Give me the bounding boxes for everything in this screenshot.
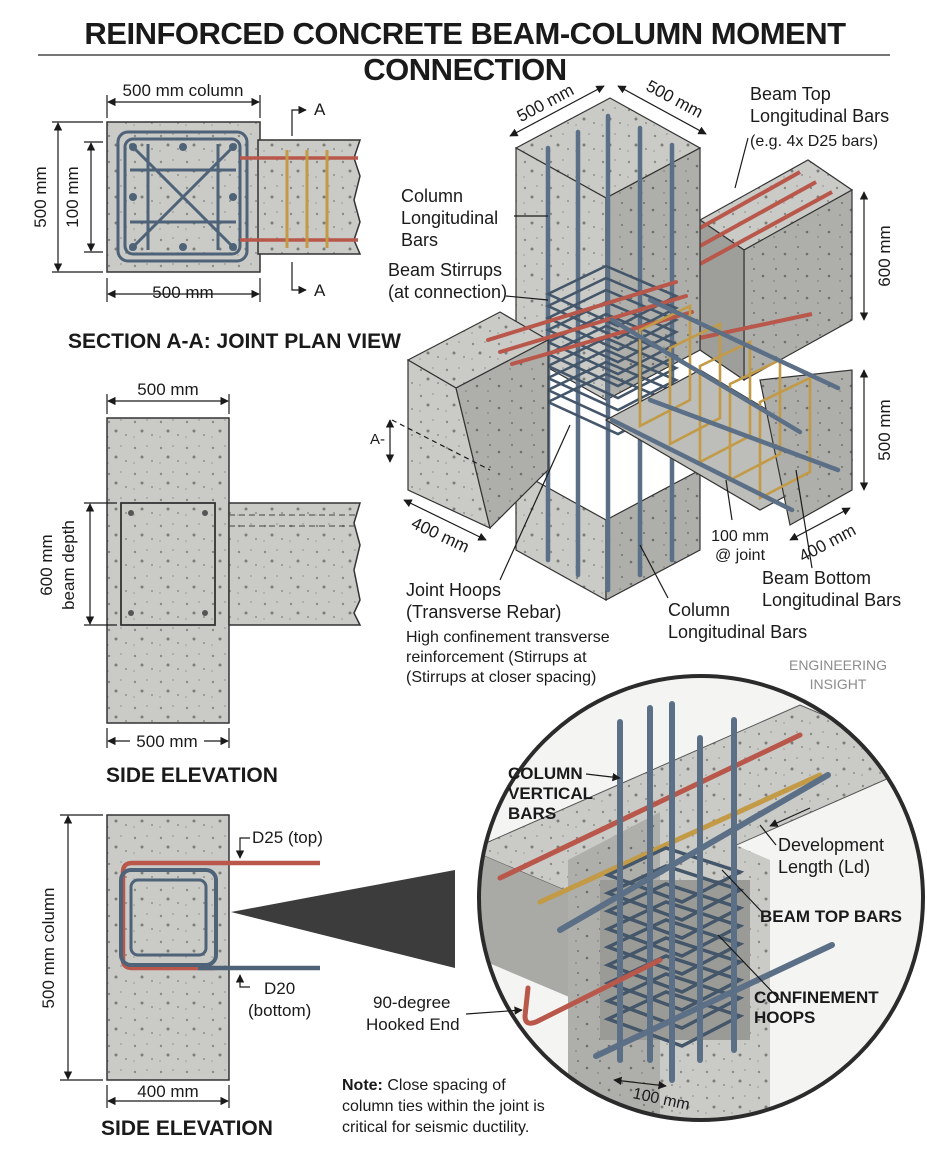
watermark-2: INSIGHT bbox=[810, 676, 867, 692]
elev1-dim-left-2: beam depth bbox=[59, 520, 78, 610]
iso-beam-bot-2: Longitudinal Bars bbox=[762, 590, 901, 610]
iso-col-long-3: Bars bbox=[401, 230, 438, 250]
side-elevation-2: 500 mm column D25 (top) D20 (bottom) 400… bbox=[39, 814, 455, 1140]
detail-circle-border bbox=[477, 674, 925, 1122]
elev2-dim-bottom: 400 mm bbox=[137, 1082, 198, 1101]
note-line-1: Note: Close spacing of bbox=[342, 1077, 506, 1094]
elev2-tie-outer bbox=[119, 868, 218, 967]
plan-cut-arrow-bottom bbox=[291, 262, 307, 295]
iso-stirrups-2: (at connection) bbox=[388, 282, 507, 302]
diagram-title: REINFORCED CONCRETE BEAM-COLUMN MOMENT C… bbox=[84, 16, 846, 87]
plan-beam-bars bbox=[240, 150, 358, 248]
note: Note: Close spacing of column ties withi… bbox=[342, 1077, 545, 1136]
elev2-top-bar-label: D25 (top) bbox=[252, 828, 323, 847]
iso-hoops-5: (Stirrups at closer spacing) bbox=[406, 669, 596, 686]
elev1-dim-top: 500 mm bbox=[137, 380, 198, 399]
iso-col-long-2: Longitudinal bbox=[401, 208, 498, 228]
iso-beam-top-3: (e.g. 4x D25 bars) bbox=[750, 133, 878, 150]
elev2-tie-inner bbox=[129, 878, 208, 957]
elev2-caption: SIDE ELEVATION bbox=[101, 1117, 273, 1140]
iso-beam-top-1: Beam Top bbox=[750, 84, 831, 104]
iso-beam-stirrups bbox=[638, 303, 812, 501]
plan-dim-inner: 100 mm bbox=[63, 166, 82, 227]
elev2-bottom-bar-label-2: (bottom) bbox=[248, 1001, 311, 1020]
detail-col-vert-1: COLUMN bbox=[508, 764, 583, 783]
note-line-2: column ties within the joint is bbox=[342, 1098, 545, 1115]
note-text-1: Close spacing of bbox=[387, 1077, 506, 1094]
plan-caption: SECTION A-A: JOINT PLAN VIEW bbox=[68, 330, 401, 353]
iso-stirrups-1: Beam Stirrups bbox=[388, 260, 502, 280]
iso-dim-right-lower: 500 mm bbox=[875, 399, 894, 460]
plan-cut-label-bottom: A bbox=[314, 281, 326, 300]
iso-column-lower-right bbox=[605, 469, 701, 601]
iso-hoops-2: (Transverse Rebar) bbox=[406, 602, 561, 622]
detail-beam-side bbox=[479, 850, 600, 1010]
detail-hook-1: 90-degree bbox=[373, 993, 451, 1012]
plan-column-ties bbox=[116, 130, 249, 263]
side-elevation-1: 500 mm 600 mm beam depth 500 mm SIDE ELE… bbox=[37, 380, 362, 787]
iso-left-beam-side bbox=[455, 339, 549, 530]
plan-dim-bottom: 500 mm bbox=[152, 283, 213, 302]
iso-dim-spacing-1: 100 mm bbox=[711, 528, 769, 545]
iso-dim-right-upper: 600 mm bbox=[875, 225, 894, 286]
elev1-caption: SIDE ELEVATION bbox=[106, 764, 278, 787]
detail-col-vert-2: VERTICAL bbox=[508, 784, 593, 803]
plan-cut-arrow-top bbox=[291, 105, 307, 136]
detail-dev-2: Length (Ld) bbox=[778, 857, 870, 877]
watermark-1: ENGINEERING bbox=[789, 657, 887, 673]
plan-column-bars bbox=[129, 143, 237, 251]
title-underline bbox=[38, 54, 890, 56]
detail-beam-top: BEAM TOP BARS bbox=[760, 907, 902, 926]
detail-hooked-bar bbox=[522, 957, 663, 1026]
plan-dim-left: 500 mm bbox=[31, 166, 50, 227]
iso-section-mark: A- bbox=[370, 431, 385, 448]
isometric-joint: 500 mm 500 mm 600 mm 500 mm 400 mm 400 m… bbox=[370, 76, 901, 692]
iso-col-long-b-1: Column bbox=[668, 600, 730, 620]
note-label: Note: bbox=[342, 1077, 383, 1094]
detail-col-vert-3: BARS bbox=[508, 804, 556, 823]
detail-conf-1: CONFINEMENT bbox=[754, 988, 879, 1007]
elev1-joint-plate bbox=[120, 502, 216, 626]
iso-col-long-b-2: Longitudinal Bars bbox=[668, 622, 807, 642]
iso-beam-top-2: Longitudinal Bars bbox=[750, 106, 889, 126]
note-line-3: critical for seismic ductility. bbox=[342, 1119, 529, 1136]
elev2-zoom-wedge bbox=[231, 870, 455, 968]
elev2-dim-left: 500 mm column bbox=[39, 888, 58, 1009]
detail-dev-1: Development bbox=[778, 835, 884, 855]
elev2-bottom-bar-label-1: D20 bbox=[264, 979, 295, 998]
elev1-dim-left-1: 600 mm bbox=[37, 534, 56, 595]
iso-col-long-1: Column bbox=[401, 186, 463, 206]
plan-beam bbox=[257, 139, 362, 255]
iso-hoops-4: reinforcement (Stirrups at bbox=[406, 649, 587, 666]
iso-hoops-3: High confinement transverse bbox=[406, 629, 610, 646]
iso-dim-spacing-2: @ joint bbox=[715, 547, 766, 564]
iso-beam-bot-1: Beam Bottom bbox=[762, 568, 871, 588]
elev1-beam bbox=[228, 502, 362, 626]
iso-dim-top-right: 500 mm bbox=[643, 76, 706, 122]
elev2-column bbox=[106, 814, 230, 1081]
detail-conf-2: HOOPS bbox=[754, 1008, 815, 1027]
iso-column-lower-left bbox=[515, 468, 607, 602]
iso-dim-top-left: 500 mm bbox=[514, 80, 577, 126]
plan-dim-top: 500 mm column bbox=[123, 81, 244, 100]
plan-cut-label-top: A bbox=[314, 100, 326, 119]
plan-view: 500 mm column 500 mm 500 mm 100 mm A A S… bbox=[31, 81, 401, 353]
elev1-dim-bottom: 500 mm bbox=[136, 732, 197, 751]
detail-view: COLUMN VERTICAL BARS Development Length … bbox=[366, 674, 925, 1122]
iso-dim-bottom-left: 400 mm bbox=[408, 513, 472, 556]
detail-hook-2: Hooked End bbox=[366, 1015, 460, 1034]
iso-hoops-1: Joint Hoops bbox=[406, 580, 501, 600]
